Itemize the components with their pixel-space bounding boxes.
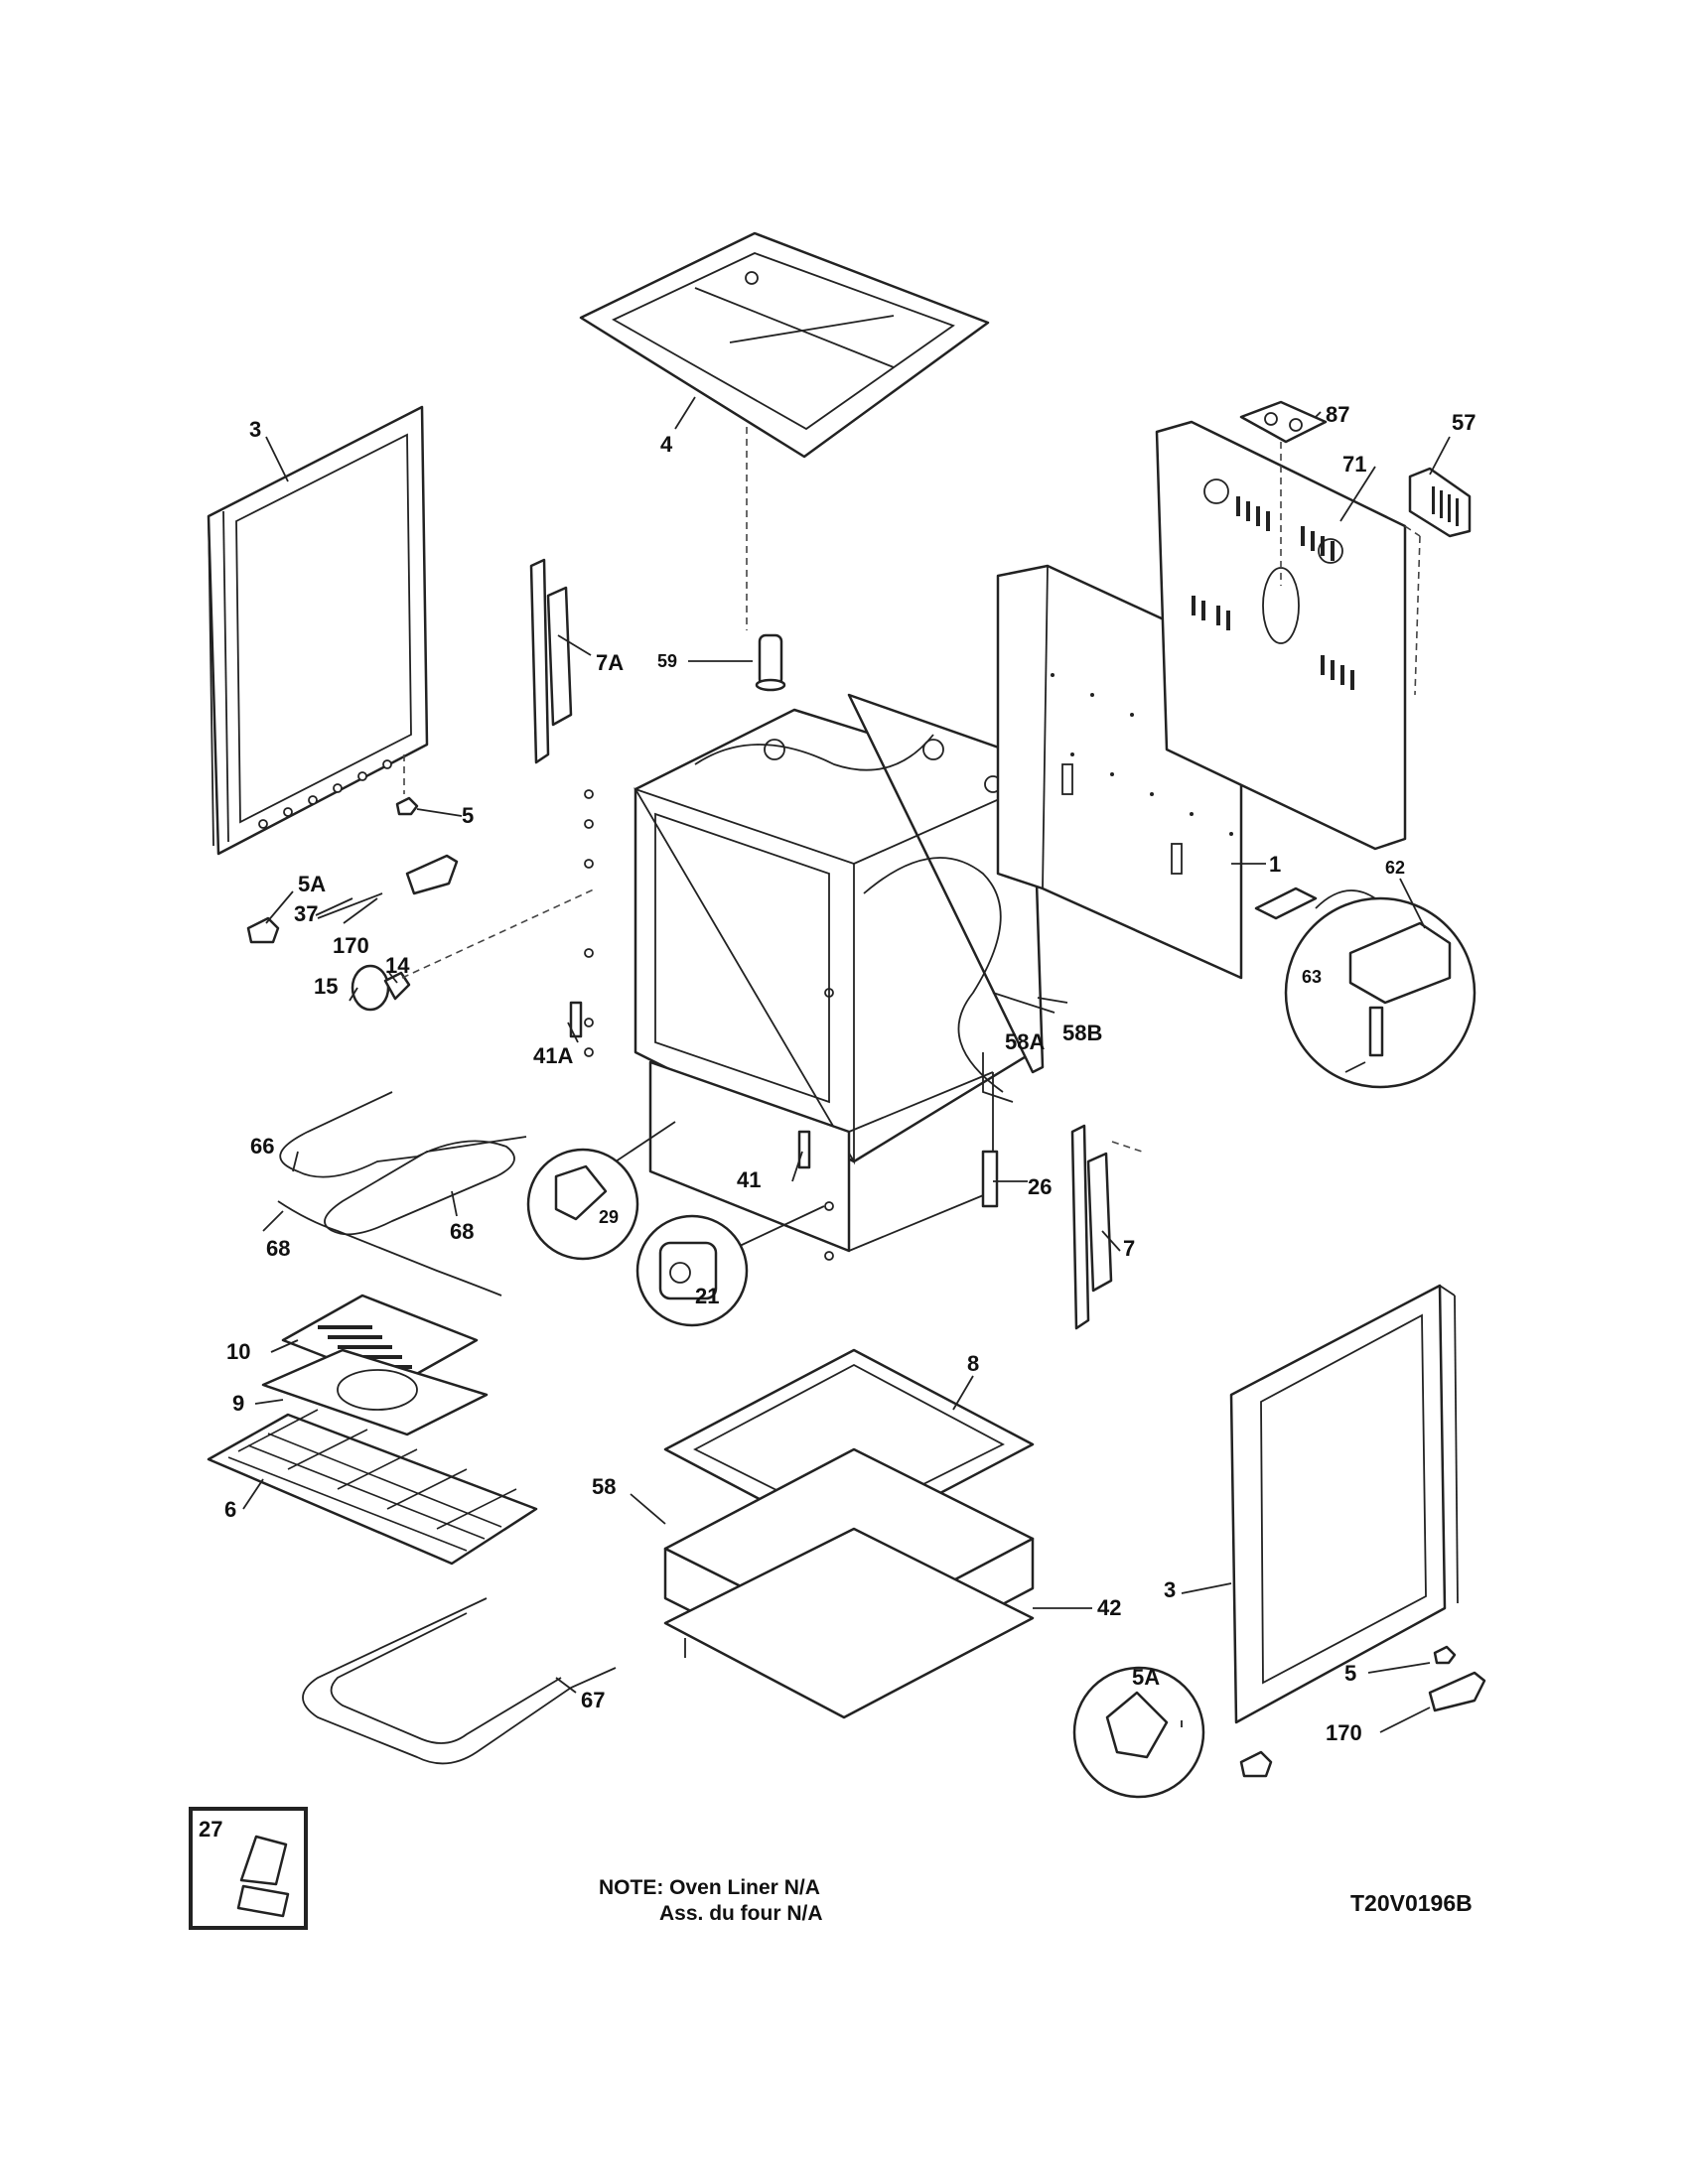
broil-element-part xyxy=(277,1091,527,1297)
callout-5a-right: 5A xyxy=(1132,1665,1160,1690)
callout-41a: 41A xyxy=(533,1043,573,1068)
parts-inset-box xyxy=(189,1807,308,1930)
callout-68-right: 68 xyxy=(450,1219,474,1244)
callout-87: 87 xyxy=(1326,402,1349,427)
vent-tube-part xyxy=(755,633,786,692)
callout-labels: 3 4 87 57 71 7A 59 5 5A 37 170 14 15 1 6… xyxy=(199,402,1476,1842)
hinge-parts-left xyxy=(246,796,597,1012)
callout-27: 27 xyxy=(199,1817,222,1842)
screws-part xyxy=(584,789,834,1261)
callout-37: 37 xyxy=(294,901,318,926)
callout-57: 57 xyxy=(1452,410,1476,435)
rear-cover-part xyxy=(1155,420,1421,851)
callout-29: 29 xyxy=(599,1207,619,1227)
broil-pan-part xyxy=(261,1294,489,1436)
callout-15: 15 xyxy=(314,974,338,999)
mounting-plate-part xyxy=(1239,400,1328,586)
top-panel-part xyxy=(579,231,990,630)
callout-3-left: 3 xyxy=(249,417,261,442)
bake-element-part xyxy=(302,1597,617,1765)
callout-8: 8 xyxy=(967,1351,979,1376)
callout-21: 21 xyxy=(695,1284,719,1308)
callout-63: 63 xyxy=(1302,967,1322,987)
callout-67: 67 xyxy=(581,1688,605,1712)
terminal-block-part xyxy=(1254,887,1477,1089)
bushing-detail-part xyxy=(635,1205,825,1327)
callout-6: 6 xyxy=(224,1497,236,1522)
callout-170-right: 170 xyxy=(1326,1720,1362,1745)
drawing-code: T20V0196B xyxy=(1350,1890,1473,1916)
left-side-panel-part xyxy=(207,405,429,856)
callout-170-left: 170 xyxy=(333,933,369,958)
side-bracket-parts xyxy=(529,558,1143,1330)
callout-41: 41 xyxy=(737,1167,761,1192)
callout-68-left: 68 xyxy=(266,1236,290,1261)
oven-body-part xyxy=(633,693,1045,1253)
callout-14: 14 xyxy=(385,953,410,978)
leader-lines xyxy=(242,396,1451,1733)
callout-10: 10 xyxy=(226,1339,250,1364)
callout-58b: 58B xyxy=(1062,1021,1102,1045)
callout-66: 66 xyxy=(250,1134,274,1159)
right-side-panel-part xyxy=(1229,1284,1459,1724)
vent-grille-part xyxy=(1408,467,1472,696)
callout-1: 1 xyxy=(1269,852,1281,877)
callout-26: 26 xyxy=(1028,1174,1052,1199)
clip-detail-part xyxy=(526,1121,676,1261)
hinge-parts-right xyxy=(1072,1645,1486,1799)
callout-58: 58 xyxy=(592,1474,616,1499)
callout-71: 71 xyxy=(1342,452,1366,477)
callout-7: 7 xyxy=(1123,1236,1135,1261)
drawer-frame-part xyxy=(663,1527,1035,1719)
callout-5a-left: 5A xyxy=(298,872,326,896)
callout-5-left: 5 xyxy=(462,803,474,828)
note-line-1: NOTE: Oven Liner N/A xyxy=(599,1876,820,1899)
callout-7a: 7A xyxy=(596,650,624,675)
callout-5-right: 5 xyxy=(1344,1661,1356,1686)
callout-62: 62 xyxy=(1385,858,1405,878)
callout-42: 42 xyxy=(1097,1595,1121,1620)
oven-rack-part xyxy=(207,1409,538,1566)
note-line-2: Ass. du four N/A xyxy=(659,1902,823,1925)
callout-58a: 58A xyxy=(1005,1029,1045,1054)
callout-4: 4 xyxy=(660,432,673,457)
callout-3-right: 3 xyxy=(1164,1577,1176,1602)
insulation-part xyxy=(982,1052,1014,1103)
callout-59: 59 xyxy=(657,651,677,671)
callout-9: 9 xyxy=(232,1391,244,1416)
